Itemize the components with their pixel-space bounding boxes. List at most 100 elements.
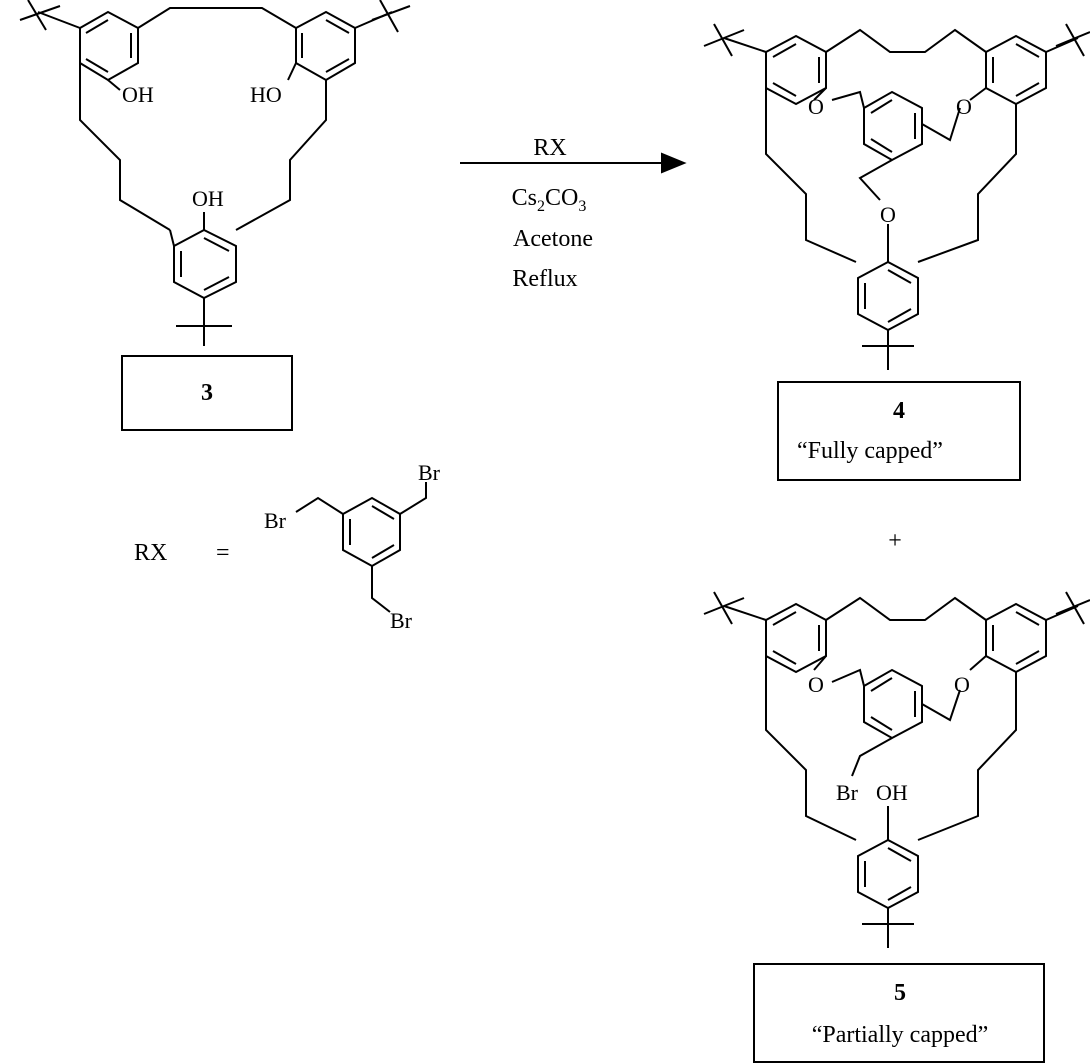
bond (295, 496, 344, 515)
atom-label: O (880, 202, 896, 227)
compound-5-caption: “Partially capped” (812, 1022, 989, 1048)
atom-label: O (808, 672, 824, 697)
bond (287, 62, 297, 81)
bond (772, 82, 797, 97)
bond (870, 716, 893, 731)
bond (371, 544, 395, 559)
reaction-arrow (460, 152, 687, 174)
atom-label: OH (122, 82, 154, 107)
propyl-bridge (917, 672, 1017, 841)
ring (985, 34, 1047, 106)
bond (969, 655, 987, 671)
atom-label: HO (250, 82, 282, 107)
propyl-bridge (79, 63, 171, 231)
atom-label: OH (192, 186, 224, 211)
atom-label: OH (876, 780, 908, 805)
reagent-label: RX (533, 135, 566, 161)
bond (713, 23, 733, 57)
bond (851, 737, 893, 777)
compound-5-number: 5 (894, 980, 906, 1006)
bond (831, 668, 865, 687)
atom-label: O (954, 672, 970, 697)
atom-label: O (956, 94, 972, 119)
bond (203, 276, 230, 291)
condition-label: Reflux (512, 266, 577, 292)
compound-3-number: 3 (201, 380, 213, 406)
bond (723, 605, 767, 621)
bond (703, 597, 745, 615)
bond (772, 611, 797, 626)
atom-label: O (808, 94, 824, 119)
propyl-bridge (235, 80, 327, 231)
bond (921, 689, 961, 722)
bond (325, 58, 350, 73)
compound-3-structure (19, 0, 411, 346)
bond (921, 107, 961, 142)
ring (79, 10, 139, 82)
bond (969, 87, 987, 101)
bond (371, 566, 391, 613)
bond (870, 677, 893, 692)
bond (1015, 43, 1040, 58)
bond (1015, 611, 1040, 626)
ring (857, 838, 919, 910)
bond (371, 505, 395, 520)
bond (703, 29, 745, 47)
propyl-bridge (917, 104, 1017, 263)
compound-4-structure (703, 23, 1090, 370)
bond (1065, 591, 1085, 625)
bond (831, 90, 865, 109)
bond (772, 43, 797, 58)
bond (870, 99, 893, 114)
bond (887, 886, 912, 901)
bond (723, 37, 767, 53)
bond (870, 138, 893, 153)
bond (379, 0, 399, 33)
ring (857, 260, 919, 332)
propyl-bridge (137, 7, 297, 29)
bond (203, 237, 230, 252)
propyl-bridge (825, 596, 987, 621)
compound-5-structure (703, 591, 1090, 948)
bond (887, 269, 912, 284)
bond (85, 58, 109, 73)
bond (169, 229, 175, 247)
compound-4-number: 4 (893, 398, 905, 424)
bond (1045, 605, 1079, 621)
bond (1065, 23, 1085, 57)
ring (173, 228, 237, 300)
atom-label: Br (836, 780, 859, 805)
ring (295, 10, 356, 82)
bond (1055, 31, 1090, 47)
bond (813, 87, 827, 101)
atom-label: Br (390, 608, 413, 633)
bond (371, 5, 411, 21)
ring (765, 602, 827, 674)
bond (85, 19, 109, 34)
bond (325, 19, 350, 34)
bond (713, 591, 733, 625)
plus-sign: + (888, 528, 902, 554)
bond (399, 482, 427, 515)
ring (863, 668, 923, 740)
bond (19, 5, 61, 21)
solvent-label: Acetone (513, 226, 593, 252)
propyl-bridge (825, 28, 987, 53)
bond (813, 655, 827, 671)
compound-4-caption: “Fully capped” (797, 438, 943, 464)
compound-4-label-box (777, 381, 1021, 481)
compound-3-label-box (121, 355, 293, 431)
bond (107, 79, 121, 91)
equals-sign: = (216, 540, 230, 566)
bond (858, 159, 893, 201)
atom-label: Br (418, 460, 441, 485)
ring (342, 496, 401, 568)
tribromide-structure (295, 482, 427, 613)
bond (1055, 599, 1090, 615)
compound-5-label-box (753, 963, 1045, 1063)
atom-label: Br (264, 508, 287, 533)
propyl-bridge (765, 656, 857, 841)
bond (1045, 37, 1079, 53)
bond (887, 847, 912, 862)
